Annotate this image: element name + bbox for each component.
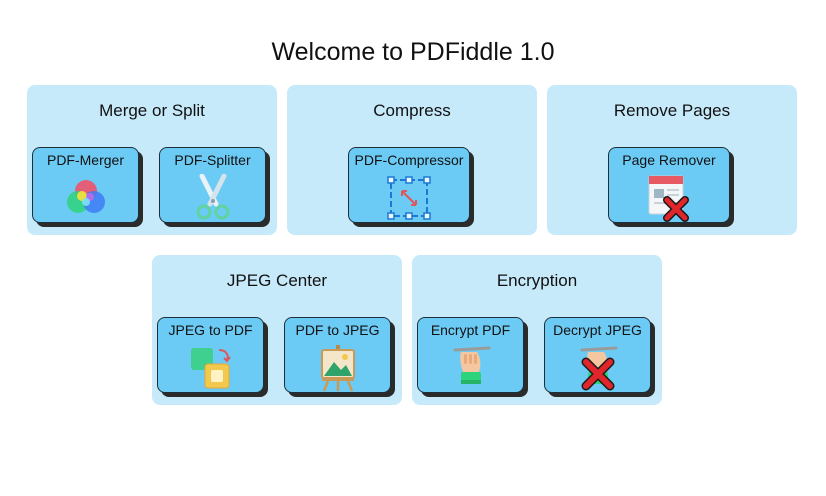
pdf-splitter-button[interactable]: PDF-Splitter [159, 147, 266, 223]
tool-label: PDF to JPEG [295, 322, 380, 338]
tool-label: Decrypt JPEG [553, 322, 642, 338]
tool-label: PDF-Compressor [354, 152, 464, 168]
pdf-merger-button[interactable]: PDF-Merger [32, 147, 139, 223]
jpeg-to-pdf-button[interactable]: JPEG to PDF [157, 317, 264, 393]
pdf-compressor-button[interactable]: PDF-Compressor [348, 147, 470, 223]
hand-pen-icon [447, 344, 495, 392]
group-title: Remove Pages [613, 101, 731, 120]
tool-label: PDF-Splitter [174, 152, 251, 168]
color-circles-icon [62, 174, 110, 222]
page-remover-button[interactable]: Page Remover [608, 147, 730, 223]
tool-label: PDF-Merger [46, 152, 124, 168]
group-compress: Compress PDF-Compressor [287, 85, 537, 235]
group-title: Merge or Split [99, 101, 205, 120]
group-title: Compress [373, 101, 451, 120]
group-remove-pages: Remove Pages Page Remover [547, 85, 797, 235]
tool-label: Page Remover [622, 152, 716, 168]
compress-frame-icon [385, 174, 433, 222]
group-merge-split: Merge or Split PDF-Merger PDF-Splitter [27, 85, 277, 235]
pdf-to-jpeg-button[interactable]: PDF to JPEG [284, 317, 391, 393]
decrypt-jpeg-button[interactable]: Decrypt JPEG [544, 317, 651, 393]
page-remove-icon [645, 174, 693, 222]
convert-squares-icon [187, 344, 235, 392]
group-jpeg-center: JPEG Center JPEG to PDF PDF to JPEG [152, 255, 402, 405]
scissors-icon [189, 174, 237, 222]
group-title: JPEG Center [226, 271, 328, 290]
tool-label: JPEG to PDF [168, 322, 253, 338]
tool-label: Encrypt PDF [430, 322, 511, 338]
group-title: Encryption [496, 271, 578, 290]
hand-pen-crossed-icon [574, 344, 622, 392]
group-encryption: Encryption Encrypt PDF Decrypt JPEG [412, 255, 662, 405]
encrypt-pdf-button[interactable]: Encrypt PDF [417, 317, 524, 393]
page-title: Welcome to PDFiddle 1.0 [271, 38, 555, 66]
picture-easel-icon [314, 344, 362, 392]
